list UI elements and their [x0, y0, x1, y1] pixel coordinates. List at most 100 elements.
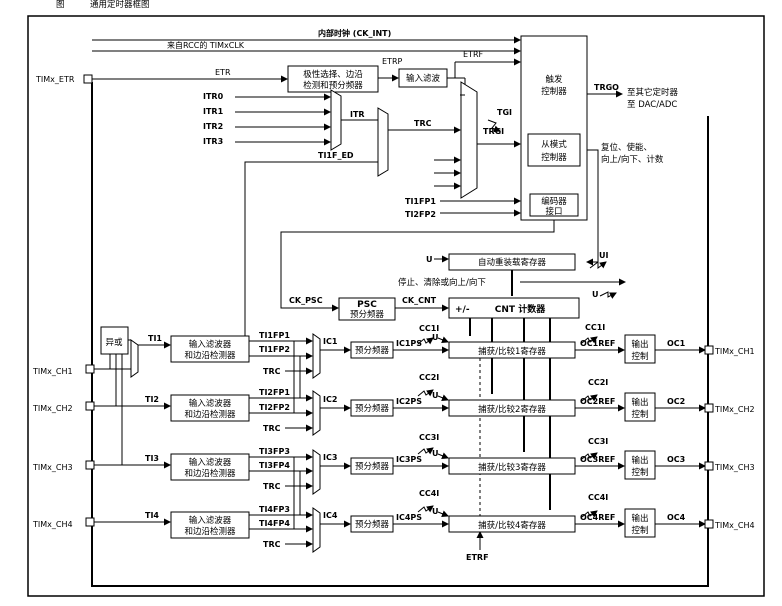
ti2fp2-enc-label: TI2FP2: [405, 210, 436, 219]
ch4-output-ctrl: [624, 508, 656, 538]
pin-etr: [83, 74, 93, 84]
ch2-out-zigzag: [581, 394, 598, 402]
ch1-prescaler: 预分频器: [355, 345, 390, 356]
figure-caption: 图 通用定时器框图: [56, 0, 150, 10]
ch2-filter-block: [170, 394, 250, 422]
trigger-line1: 触发: [545, 74, 563, 85]
etrf-bottom-label: ETRF: [466, 553, 489, 562]
pin-ch3-in-label: TIMx_CH3: [32, 463, 73, 472]
ch2-filter-line2: 和边沿检测器: [184, 409, 236, 420]
slave-line2: 控制器: [541, 152, 567, 163]
itr-label: ITR: [350, 110, 365, 119]
polarity-line2: 检测和预分频器: [303, 80, 363, 91]
ti1-mux: [130, 339, 139, 378]
ch3-oc: OC3: [667, 455, 685, 464]
reset-text-1: 复位、使能、: [601, 142, 652, 153]
pin-ch1-out: [704, 345, 714, 355]
ch2-ic: IC2: [323, 395, 337, 404]
ch1-oc: OC1: [667, 339, 686, 348]
pin-ch1-out-label: TIMx_CH1: [714, 347, 755, 356]
ch2-icps: IC2PS: [396, 397, 422, 406]
u-right-label: U: [592, 290, 599, 299]
ch1-filter-block: [170, 335, 250, 363]
ch4-filter-line2: 和边沿检测器: [184, 526, 236, 537]
ch4-u-arrow: [437, 510, 449, 518]
tgi-label: TGI: [497, 108, 512, 117]
ch1-cc-zigzag: [417, 337, 434, 345]
ui-label: UI: [599, 251, 608, 260]
trc-mux: [377, 107, 389, 177]
cnt-counter-block: [448, 297, 580, 319]
channel-2: 输入滤波器 和边沿检测器 TI2FP1 TI2FP2 TRC IC2 预分频器 …: [170, 373, 706, 436]
ch3-prescaler: 预分频器: [355, 461, 390, 472]
ch1-ccr: 捕获/比较1寄存器: [478, 346, 546, 357]
ui-zigzag: [589, 261, 607, 269]
polarity-block: [287, 65, 379, 93]
ch4-filter-line1: 输入滤波器: [189, 515, 232, 526]
ti1f-ed-label: TI1F_ED: [318, 151, 354, 160]
ch4-ic: IC4: [323, 511, 338, 520]
ch3-filter-block: [170, 453, 250, 481]
ch2-cc-zigzag: [417, 389, 434, 397]
ch4-cc4i-out: CC4I: [588, 493, 608, 502]
etrf-label: ETRF: [463, 50, 484, 59]
ch4-out-zigzag: [581, 510, 598, 518]
outer-frame: [27, 15, 765, 597]
ch2-trc: TRC: [263, 424, 281, 433]
ch4-fp-a: TI4FP3: [259, 505, 290, 514]
ch3-u: U: [432, 449, 439, 458]
ch3-fp-a: TI3FP3: [259, 447, 290, 456]
ch3-u-arrow: [437, 452, 449, 460]
trgo-label: TRGO: [594, 83, 619, 92]
ch1-filter-line1: 输入滤波器: [189, 339, 232, 350]
ch2-out-1: 输出: [631, 397, 648, 408]
plusminus-label: +/-: [455, 305, 470, 315]
ch3-out-1: 输出: [631, 455, 648, 466]
u-right-zigzag: [599, 291, 617, 299]
reset-text-2: 向上/向下、计数: [601, 154, 664, 165]
ch3-ic-mux: [312, 449, 321, 495]
pin-ch1-in: [85, 364, 95, 374]
ck-cnt-label: CK_CNT: [402, 296, 437, 305]
pin-ch2-in: [85, 401, 95, 411]
ch3-ic: IC3: [323, 453, 337, 462]
pin-ch4-out-label: TIMx_CH4: [714, 521, 755, 530]
ch4-ocref: OC4REF: [580, 513, 615, 522]
ch1-u-arrow: [437, 336, 449, 344]
slave-controller-block: [527, 133, 581, 167]
xor-label: 异或: [105, 337, 123, 348]
pin-ch2-in-label: TIMx_CH2: [32, 404, 73, 413]
ch3-cc3i-out: CC3I: [588, 437, 608, 446]
ch2-cc2i-out: CC2I: [588, 378, 608, 387]
ch1-filter-line2: 和边沿检测器: [184, 350, 236, 361]
pin-ch4-in: [85, 517, 95, 527]
slave-line1: 从模式: [541, 139, 567, 150]
etr-label: ETR: [215, 68, 231, 77]
ch1-cc1i-in: CC1I: [419, 324, 439, 333]
psc-line1: PSC: [357, 300, 377, 310]
ch1-fp-b: TI1FP2: [259, 345, 290, 354]
ck-psc-line: [280, 220, 555, 312]
ch1-ocref: OC1REF: [580, 339, 615, 348]
tgi-zigzag: [487, 119, 501, 133]
ch1-ic-mux: [312, 333, 321, 379]
ch4-u: U: [432, 507, 439, 516]
ch4-fp-b: TI4FP4: [259, 519, 290, 528]
trc-label: TRC: [414, 119, 432, 128]
ch4-ic-mux: [312, 507, 321, 553]
ch4-oc: OC4: [667, 513, 686, 522]
ch2-ic-mux: [312, 390, 321, 436]
ch2-filter-line1: 输入滤波器: [189, 398, 232, 409]
psc-block: [338, 297, 396, 321]
psc-line2: 预分频器: [350, 309, 385, 320]
itr2-label: ITR2: [203, 122, 223, 131]
trigger-controller-block: [520, 35, 588, 221]
ch3-output-ctrl: [624, 450, 656, 480]
etrp-label: ETRP: [382, 57, 403, 66]
ch4-prescaler: 预分频器: [355, 519, 390, 530]
pin-ch3-in: [85, 460, 95, 470]
ch4-icps: IC4PS: [396, 513, 422, 522]
itr-mux: [330, 89, 342, 151]
ch2-oc: OC2: [667, 397, 685, 406]
channel-3: 输入滤波器 和边沿检测器 TI3FP3 TI3FP4 TRC IC3 预分频器 …: [170, 433, 706, 495]
